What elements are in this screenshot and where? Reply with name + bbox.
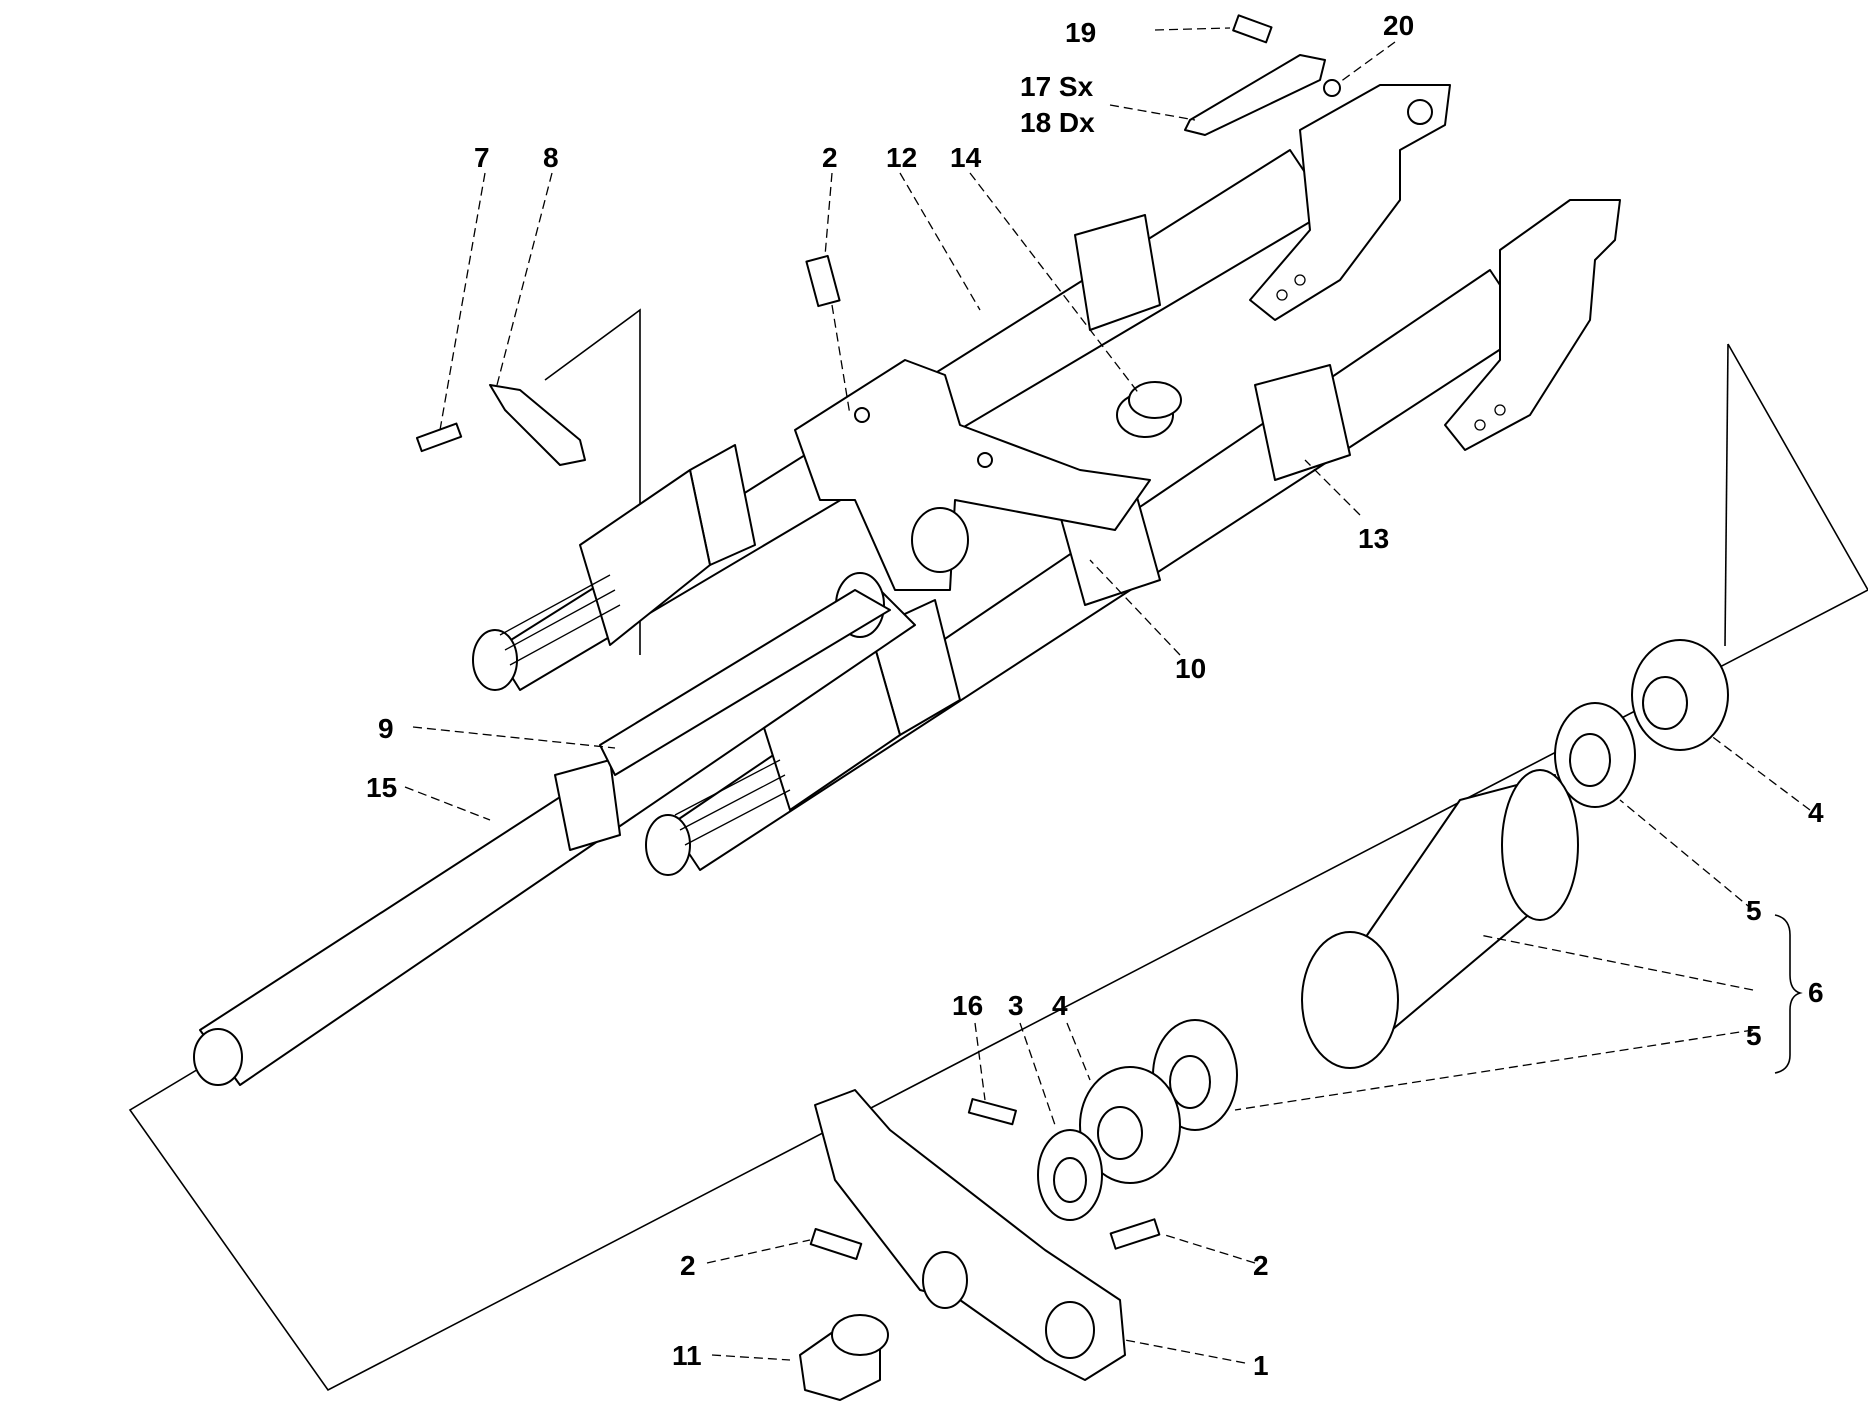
bracket-outline bbox=[544, 308, 641, 655]
callout-11: 11 bbox=[672, 1340, 702, 1371]
bracket-8 bbox=[489, 384, 586, 466]
callout-9: 9 bbox=[378, 713, 394, 744]
callout-6: 6 bbox=[1808, 977, 1824, 1008]
assembly-outline bbox=[128, 343, 1868, 1392]
ring-nut-3 bbox=[1037, 1129, 1103, 1221]
bearing-4-top bbox=[1631, 639, 1729, 751]
plug-14 bbox=[1116, 381, 1182, 438]
screw-2-top bbox=[805, 254, 841, 308]
bearing-5-top bbox=[1554, 702, 1636, 808]
bearing-4-bottom bbox=[1079, 1066, 1181, 1184]
washer-20 bbox=[1323, 79, 1341, 97]
callout-10: 10 bbox=[1175, 653, 1206, 684]
callout-1: 1 bbox=[1253, 1350, 1269, 1381]
head-tube-6 bbox=[1301, 769, 1579, 1069]
callout-17-sx: 17 Sx bbox=[1020, 71, 1094, 102]
lower-crown-1 bbox=[814, 1089, 1126, 1381]
callout-3: 3 bbox=[1008, 990, 1024, 1021]
bracket-17-18 bbox=[1184, 54, 1326, 136]
callout-16: 16 bbox=[952, 990, 983, 1021]
callout-4-top: 4 bbox=[1808, 797, 1824, 828]
screw-2-left bbox=[809, 1227, 863, 1261]
steering-stem bbox=[193, 572, 916, 1086]
callout-15: 15 bbox=[366, 772, 397, 803]
screw-7 bbox=[415, 422, 463, 453]
group-brace-6 bbox=[1774, 914, 1803, 1074]
leader-lines bbox=[404, 27, 1811, 1364]
assembly-outline-upper bbox=[1724, 343, 1729, 647]
callout-5-bottom: 5 bbox=[1746, 1020, 1762, 1051]
callout-13: 13 bbox=[1358, 523, 1389, 554]
callout-2-left: 2 bbox=[680, 1250, 696, 1281]
callout-20: 20 bbox=[1383, 10, 1414, 41]
callout-7: 7 bbox=[474, 142, 490, 173]
callout-18-dx: 18 Dx bbox=[1020, 107, 1095, 138]
callout-8: 8 bbox=[543, 142, 559, 173]
callout-4-bottom: 4 bbox=[1052, 990, 1068, 1021]
callout-2-top: 2 bbox=[822, 142, 838, 173]
handlebar-clamp-right bbox=[1444, 199, 1621, 451]
handlebar-clamp-left bbox=[1249, 84, 1451, 321]
screw-16 bbox=[967, 1098, 1017, 1126]
callout-2-right: 2 bbox=[1253, 1250, 1269, 1281]
callout-5-top: 5 bbox=[1746, 895, 1762, 926]
upper-crown bbox=[794, 359, 1151, 591]
screw-19 bbox=[1232, 14, 1273, 44]
screw-2-right bbox=[1109, 1218, 1161, 1250]
callout-19: 19 bbox=[1065, 17, 1096, 48]
cap-nut-11 bbox=[799, 1314, 889, 1401]
callout-12: 12 bbox=[886, 142, 917, 173]
fork-leg-right bbox=[645, 269, 1531, 876]
callout-14: 14 bbox=[950, 142, 982, 173]
